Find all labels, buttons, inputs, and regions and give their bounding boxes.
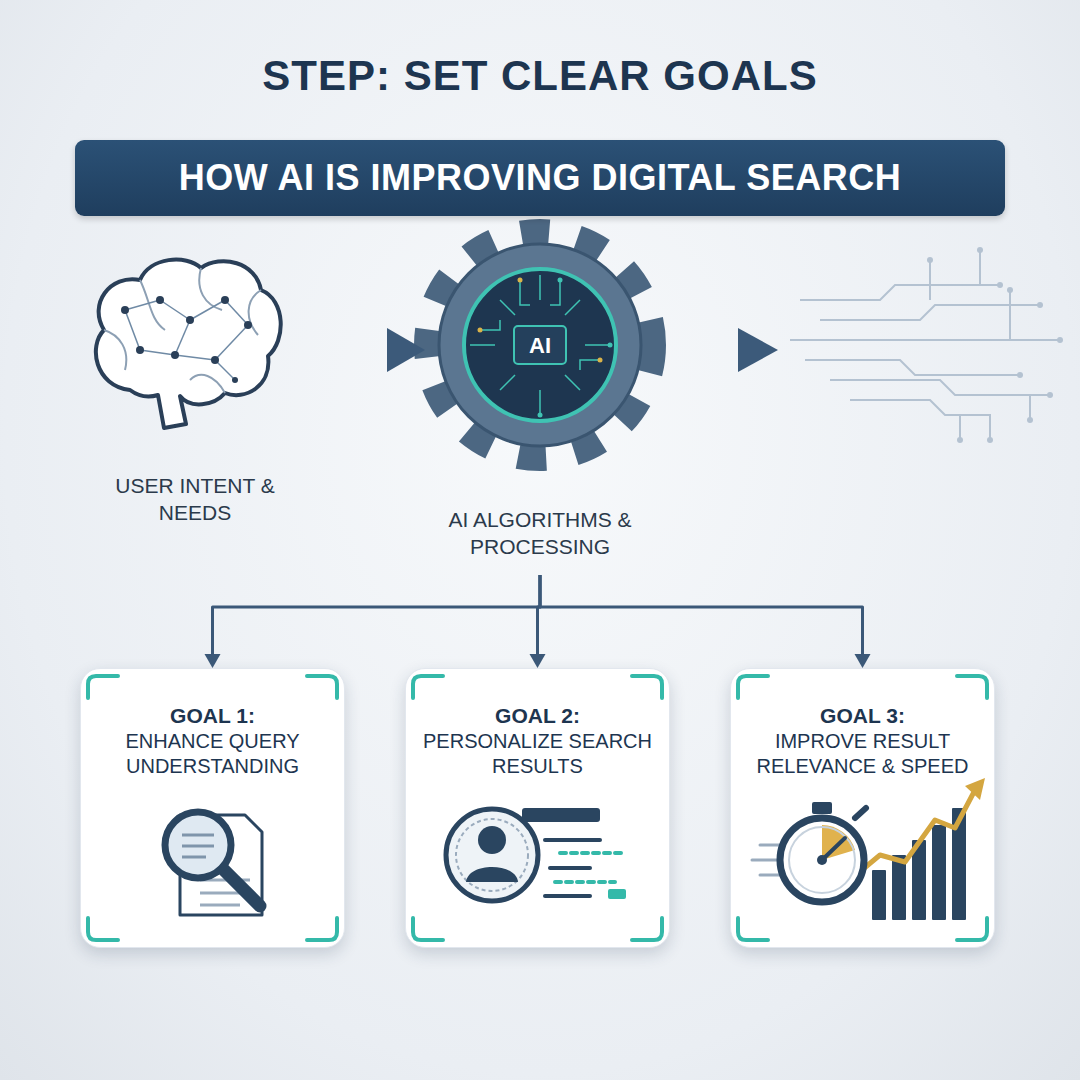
output-arrow [662,328,778,372]
brain-icon [96,260,281,428]
split-connector [205,575,541,668]
banner-text: HOW AI IS IMPROVING DIGITAL SEARCH [179,157,901,199]
goal-heading: GOAL 1: [91,703,334,729]
arrow-head [855,654,871,668]
split-connector [540,575,871,668]
arrow-head [530,654,546,668]
banner-band: HOW AI IS IMPROVING DIGITAL SEARCH [75,140,1005,216]
gear-icon [428,233,652,457]
goal-heading: GOAL 2: [416,703,659,729]
arrow-head [205,654,221,668]
speed-icon [752,778,985,920]
search-icon [165,812,262,915]
goal-heading: GOAL 3: [741,703,984,729]
diagram-title: STEP: SET CLEAR GOALS [0,52,1080,100]
connector-line [538,575,541,656]
intent-node: USER INTENT & NEEDS [90,270,300,540]
ai-gear-node: AIAI ALGORITHMS & PROCESSING [425,230,655,575]
flow-arrow [300,328,425,372]
connector-line [300,342,389,358]
goal-card: GOAL 1:ENHANCE QUERY UNDERSTANDING [80,668,345,948]
connector-line [540,575,863,656]
ai-badge: AI [513,325,567,365]
goal-text: ENHANCE QUERY UNDERSTANDING [91,729,334,779]
goal-card: GOAL 3:IMPROVE RESULT RELEVANCE & SPEED [730,668,995,948]
circuit-nodes [927,247,1063,443]
node-label: USER INTENT & NEEDS [90,472,300,527]
node-label: AI ALGORITHMS & PROCESSING [405,506,675,561]
connector-line [213,575,541,656]
profile-icon [446,808,626,901]
circuit-traces [790,250,1060,440]
arrow-head [387,328,425,372]
split-connector [530,575,546,668]
goal-card: GOAL 2:PERSONALIZE SEARCH RESULTS [405,668,670,948]
goal-text: IMPROVE RESULT RELEVANCE & SPEED [741,729,984,779]
corner-brackets [88,676,987,940]
goal-text: PERSONALIZE SEARCH RESULTS [416,729,659,779]
